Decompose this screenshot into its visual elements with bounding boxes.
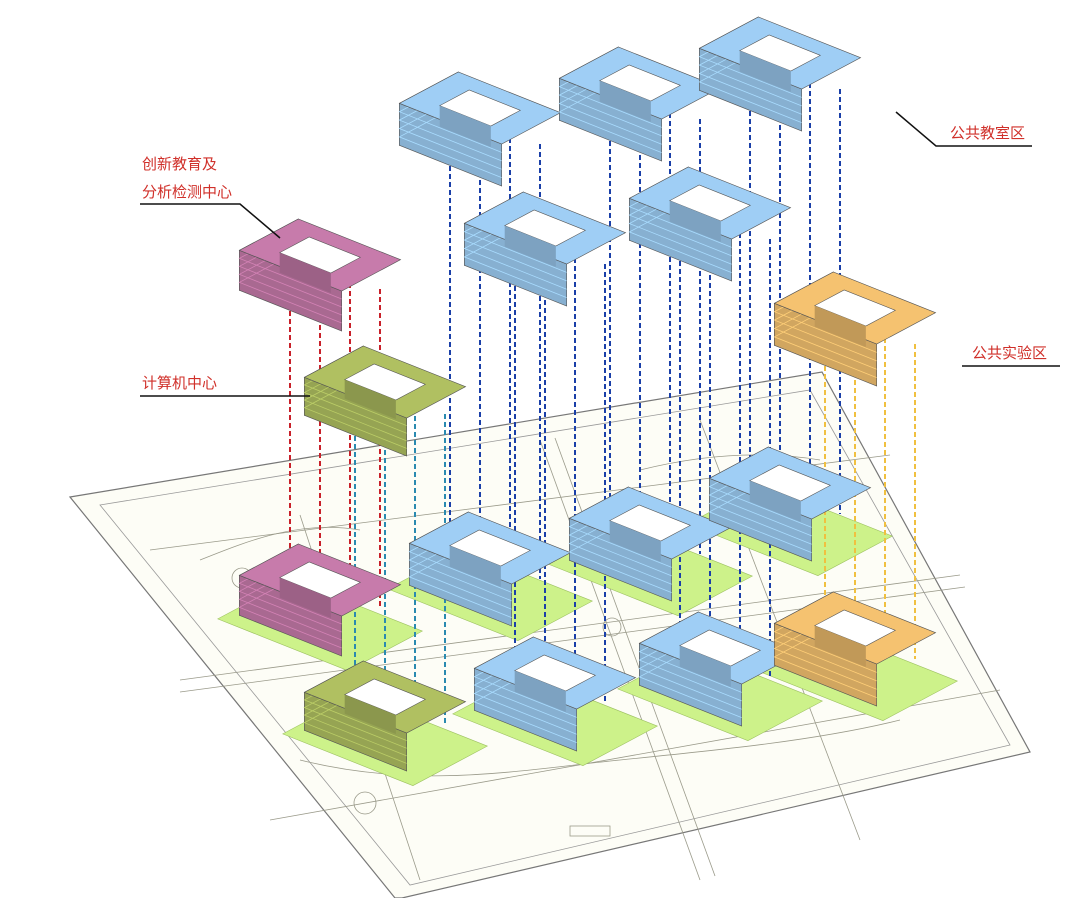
innovation-building-exploded-1 [238,218,402,332]
label-public-classroom: 公共教室区 [950,124,1026,142]
classroom-building-exploded-2 [558,46,722,162]
courtyard-wall [514,670,566,713]
label-public-lab: 公共实验区 [972,344,1048,362]
classroom-building-exploded-3 [698,16,862,132]
classroom-building-ground-4 [473,636,637,752]
courtyard-wall [739,50,791,93]
courtyard-wall [279,577,331,619]
classroom-building-exploded-1 [398,71,562,187]
courtyard-wall [279,252,331,294]
courtyard-wall [814,625,866,668]
lab-building-exploded-1 [773,271,937,387]
courtyard-wall [599,80,651,123]
lab-building-ground-1 [773,591,937,707]
classroom-building-ground-5 [638,611,802,727]
courtyard-wall [449,545,501,588]
courtyard-wall [439,105,491,148]
courtyard-wall [344,379,396,420]
courtyard-wall [749,480,801,523]
buildings [238,16,937,772]
label-computer-center: 计算机中心 [142,374,218,392]
classroom-building-ground-2 [568,486,732,602]
courtyard-wall [609,520,661,563]
courtyard-wall [814,305,866,348]
label-innovation-line2: 分析检测中心 [142,183,233,201]
courtyard-wall [679,645,731,688]
leader-innovation [140,203,281,239]
classroom-building-ground-3 [708,446,872,562]
classroom-building-exploded-5 [628,166,792,282]
classroom-building-exploded-4 [463,191,627,307]
courtyard-wall [504,225,556,268]
courtyard-wall [344,694,396,735]
computer-building-exploded-1 [303,345,467,457]
innovation-building-ground-1 [238,543,402,657]
leader-classroom [895,111,1032,147]
classroom-building-ground-1 [408,511,572,627]
site-inner-boundary [99,389,1011,886]
leader-lines [140,111,1060,397]
label-innovation-line1: 创新教育及 [142,155,218,173]
courtyard-wall [669,200,721,243]
building-courtyard [438,89,522,127]
computer-building-ground-1 [303,660,467,772]
projection-dashed-lines [289,71,916,724]
label-innovation-center: 创新教育及 分析检测中心 [142,153,232,203]
